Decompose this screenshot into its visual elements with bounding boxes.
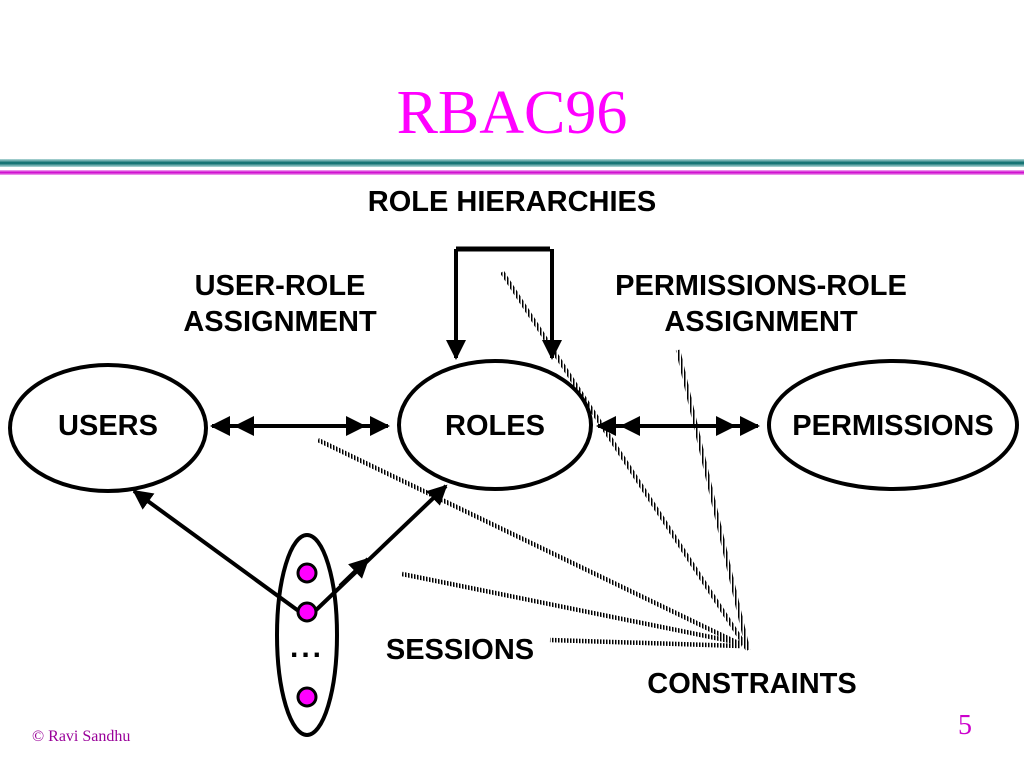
session-ellipsis: ... [289, 631, 324, 664]
users-label: USERS [58, 410, 158, 442]
role-hierarchies-label: ROLE HIERARCHIES [367, 186, 657, 218]
constraint-line-sessions [549, 637, 741, 649]
title-rule-magenta [0, 170, 1024, 175]
role-hierarchy-bracket [446, 246, 562, 360]
roles-label: ROLES [445, 410, 545, 442]
session-dot [296, 601, 318, 623]
constraint-line-user-assignment [317, 437, 743, 648]
session-role-arrow [312, 484, 448, 614]
user-role-assignment-line-2: ASSIGNMENT [183, 306, 377, 338]
sessions-label: SESSIONS [385, 634, 535, 666]
permissions-ellipse [767, 359, 1019, 491]
session-dot [296, 686, 318, 708]
permissions-role-assignment-line-2: ASSIGNMENT [664, 306, 858, 338]
session-ellipse [275, 533, 339, 737]
title-rule-teal [0, 159, 1024, 167]
session-user-arrow [132, 489, 302, 614]
user-role-assignment-label: USER-ROLE ASSIGNMENT [150, 268, 410, 340]
user-role-assignment-line-1: USER-ROLE [194, 270, 366, 302]
users-ellipse [8, 363, 208, 493]
constraint-lines [317, 270, 751, 652]
permissions-role-assignment-label: PERMISSIONS-ROLE ASSIGNMENT [576, 268, 946, 340]
page-number: 5 [958, 710, 972, 741]
constraints-label: CONSTRAINTS [647, 668, 857, 700]
constraint-line-roles-session [401, 571, 741, 646]
constraint-line-role-hierarchy [500, 270, 750, 652]
slide-title: RBAC96 [396, 79, 628, 147]
session-dot [296, 562, 318, 584]
copyright-footer: © Ravi Sandhu [32, 728, 131, 745]
constraint-line-permission-assignment [675, 349, 751, 651]
permissions-label: PERMISSIONS [792, 410, 994, 442]
roles-ellipse [397, 359, 593, 491]
permissions-role-assignment-line-1: PERMISSIONS-ROLE [615, 270, 907, 302]
